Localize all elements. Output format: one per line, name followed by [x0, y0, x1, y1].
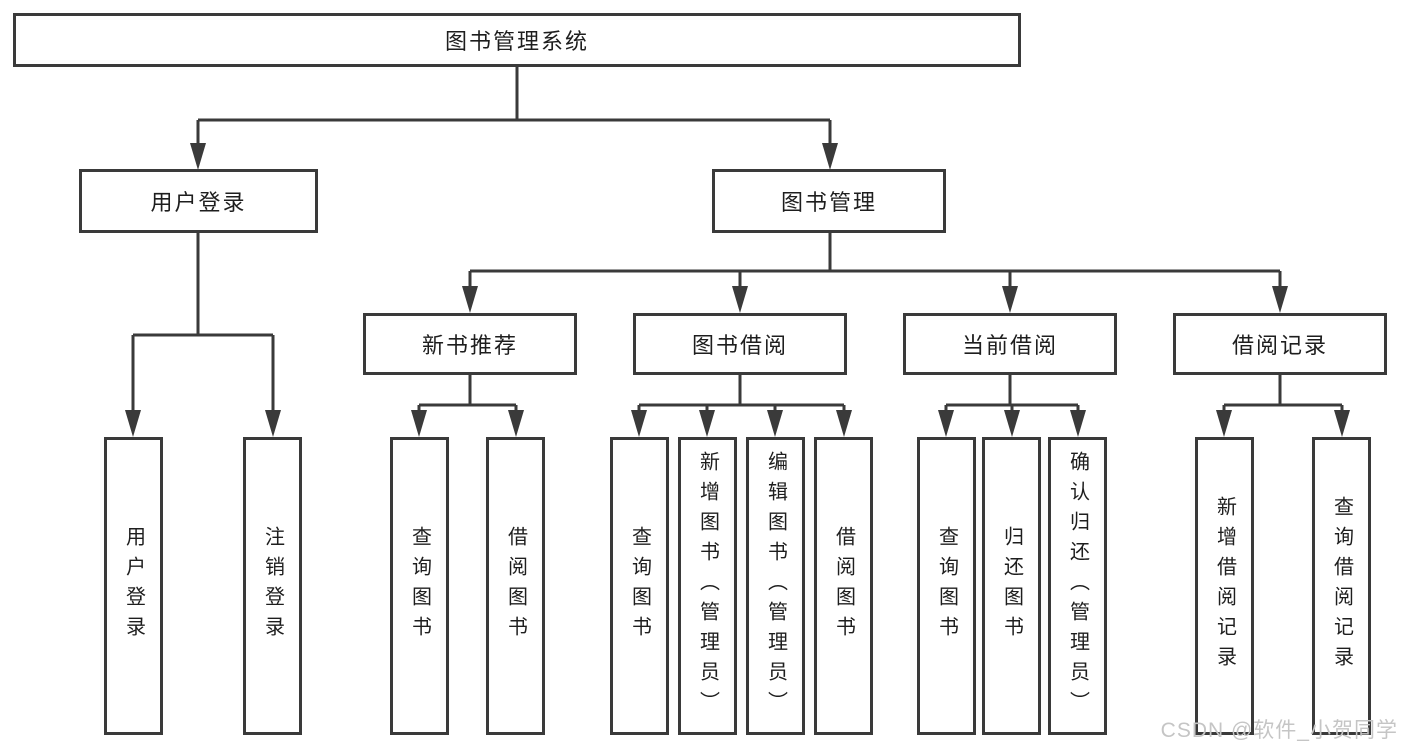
- node-user-login-label: 用户登录: [150, 190, 247, 215]
- node-current-borrow: 当前借阅: [903, 313, 1117, 375]
- leaf-add-borrow-record-label: 新增借阅记录: [1213, 496, 1236, 676]
- leaf-query-borrow-record-label: 查询借阅记录: [1330, 496, 1353, 676]
- node-book-management: 图书管理: [712, 169, 946, 233]
- leaf-user-login: 用户登录: [104, 437, 163, 735]
- leaf-confirm-return-admin: 确认归还（管理员）: [1048, 437, 1107, 735]
- leaf-query-books-borrow-label: 查询图书: [628, 526, 651, 646]
- leaf-query-borrow-record: 查询借阅记录: [1312, 437, 1371, 735]
- node-new-book-recommend-label: 新书推荐: [421, 333, 518, 358]
- leaf-add-borrow-record: 新增借阅记录: [1195, 437, 1254, 735]
- node-current-borrow-label: 当前借阅: [961, 333, 1058, 358]
- csdn-watermark: CSDN @软件_小贺同学: [1160, 719, 1398, 742]
- node-borrow-records-label: 借阅记录: [1231, 333, 1328, 358]
- node-user-login: 用户登录: [79, 169, 318, 233]
- leaf-edit-book-admin: 编辑图书（管理员）: [746, 437, 805, 735]
- leaf-return-books-label: 归还图书: [1000, 526, 1023, 646]
- leaf-borrow-books-recommend: 借阅图书: [486, 437, 545, 735]
- leaf-borrow-books-borrow-label: 借阅图书: [832, 526, 855, 646]
- leaf-edit-book-admin-label: 编辑图书（管理员）: [764, 451, 787, 721]
- leaf-logout: 注销登录: [243, 437, 302, 735]
- leaf-logout-label: 注销登录: [261, 526, 284, 646]
- leaf-query-books-recommend: 查询图书: [390, 437, 449, 735]
- node-book-borrow: 图书借阅: [633, 313, 847, 375]
- node-book-borrow-label: 图书借阅: [691, 333, 788, 358]
- node-new-book-recommend: 新书推荐: [363, 313, 577, 375]
- leaf-borrow-books-borrow: 借阅图书: [814, 437, 873, 735]
- leaf-query-books-current-label: 查询图书: [935, 526, 958, 646]
- leaf-add-book-admin-label: 新增图书（管理员）: [696, 451, 719, 721]
- arrowheads: [125, 143, 1350, 437]
- node-root-label: 图书管理系统: [444, 29, 589, 54]
- leaf-borrow-books-recommend-label: 借阅图书: [504, 526, 527, 646]
- leaf-query-books-current: 查询图书: [917, 437, 976, 735]
- node-book-management-label: 图书管理: [780, 190, 877, 215]
- leaf-return-books: 归还图书: [982, 437, 1041, 735]
- leaf-add-book-admin: 新增图书（管理员）: [678, 437, 737, 735]
- leaf-query-books-recommend-label: 查询图书: [408, 526, 431, 646]
- node-root: 图书管理系统: [13, 13, 1021, 67]
- leaf-query-books-borrow: 查询图书: [610, 437, 669, 735]
- leaf-confirm-return-admin-label: 确认归还（管理员）: [1066, 451, 1089, 721]
- leaf-user-login-label: 用户登录: [122, 526, 145, 646]
- node-borrow-records: 借阅记录: [1173, 313, 1387, 375]
